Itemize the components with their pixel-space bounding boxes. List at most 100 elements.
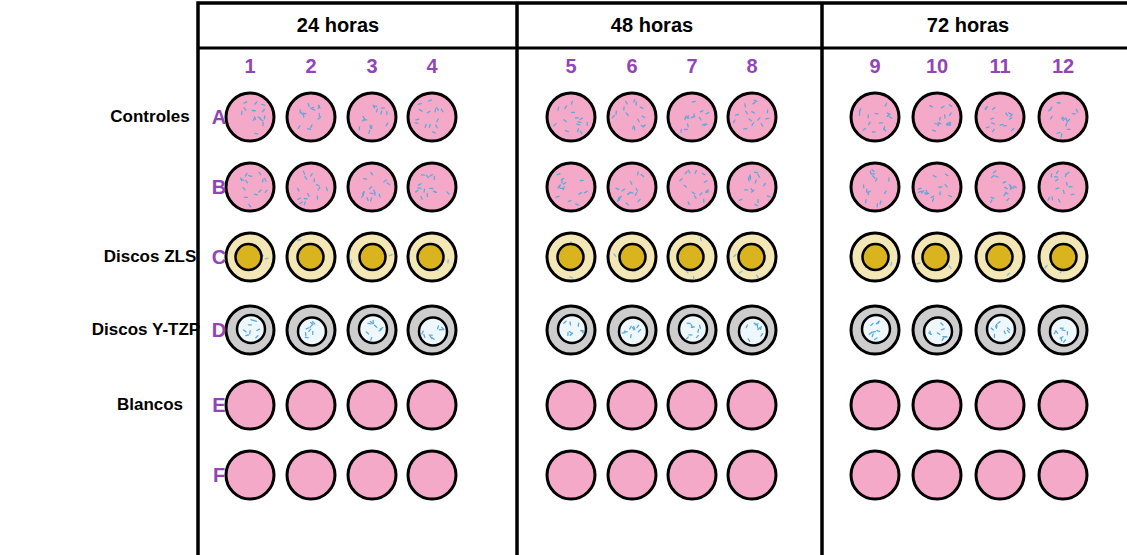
speckle xyxy=(947,123,950,124)
speckle xyxy=(379,194,381,197)
speckle xyxy=(1012,129,1014,131)
speckle xyxy=(303,171,304,174)
speckle xyxy=(1057,171,1059,174)
speckle xyxy=(946,124,949,126)
speckle xyxy=(568,200,571,202)
speckle xyxy=(1009,118,1012,119)
speckle xyxy=(257,329,260,330)
speckle xyxy=(755,204,758,206)
speckle xyxy=(244,102,247,103)
speckle xyxy=(630,182,631,185)
speckle xyxy=(312,331,313,334)
speckle xyxy=(429,100,432,101)
speckle xyxy=(415,122,418,124)
ytzp-well xyxy=(976,306,1024,354)
speckle xyxy=(1066,118,1067,121)
speckle xyxy=(311,107,314,108)
speckle xyxy=(374,192,375,195)
speckle xyxy=(429,125,431,128)
speckle xyxy=(437,108,439,110)
speckle xyxy=(866,189,867,192)
speckle xyxy=(430,188,433,189)
speckle xyxy=(944,115,946,118)
speckle xyxy=(630,326,632,329)
speckle xyxy=(757,325,759,328)
control-well xyxy=(851,93,899,141)
speckle xyxy=(575,117,578,118)
speckle xyxy=(949,266,951,268)
speckle xyxy=(764,183,766,185)
speckle xyxy=(564,321,566,323)
control-well xyxy=(287,163,335,211)
speckle xyxy=(634,327,635,330)
header-text: 24 horas xyxy=(297,14,379,36)
zls-disc xyxy=(923,244,949,270)
speckle xyxy=(994,334,995,337)
column-number: 2 xyxy=(305,55,316,78)
speckle xyxy=(306,328,309,329)
speckle xyxy=(734,120,735,123)
speckle xyxy=(622,189,624,191)
speckle xyxy=(305,337,308,339)
speckle xyxy=(949,113,951,116)
speckle xyxy=(885,103,886,106)
speckle xyxy=(917,263,920,264)
speckle xyxy=(638,119,640,122)
speckle xyxy=(298,198,301,199)
ytzp-well xyxy=(913,306,961,354)
speckle xyxy=(258,117,260,119)
speckle xyxy=(986,126,989,128)
zls-disc xyxy=(558,244,584,270)
speckle xyxy=(939,186,942,188)
speckle xyxy=(937,333,940,335)
speckle xyxy=(386,112,387,115)
speckle xyxy=(700,238,702,241)
speckle xyxy=(374,106,377,107)
zls-disc xyxy=(236,244,262,270)
speckle xyxy=(1005,187,1008,188)
speckle xyxy=(437,119,438,122)
speckle xyxy=(426,175,428,177)
speckle xyxy=(1072,113,1075,114)
speckle xyxy=(260,119,263,120)
speckle xyxy=(434,176,435,179)
speckle xyxy=(992,123,995,124)
row-label: Discos Y-TZP xyxy=(92,320,200,340)
speckle xyxy=(298,239,301,241)
speckle xyxy=(559,185,560,188)
speckle xyxy=(362,195,364,197)
zls-well xyxy=(851,233,899,281)
speckle xyxy=(767,110,769,113)
speckle xyxy=(262,104,265,106)
speckle xyxy=(1050,107,1051,110)
speckle xyxy=(1007,328,1009,330)
speckle xyxy=(641,175,643,177)
time-header: 24 horas xyxy=(291,12,385,39)
speckle xyxy=(767,196,770,197)
speckle xyxy=(692,192,695,194)
speckle xyxy=(557,173,560,175)
speckle xyxy=(875,113,878,115)
speckle xyxy=(369,125,371,128)
speckle xyxy=(879,122,882,123)
speckle xyxy=(305,177,307,179)
speckle xyxy=(1007,198,1009,200)
speckle xyxy=(379,329,382,331)
ytzp-well xyxy=(728,306,776,354)
speckle xyxy=(689,334,692,335)
speckle xyxy=(865,200,867,203)
header-line xyxy=(198,47,1127,50)
speckle xyxy=(418,187,421,189)
row-label: Blancos xyxy=(117,395,183,415)
speckle xyxy=(702,124,705,126)
blank-well xyxy=(1039,451,1087,499)
speckle xyxy=(632,126,633,129)
blank-well xyxy=(547,381,595,429)
speckle xyxy=(680,129,682,132)
speckle xyxy=(259,172,261,174)
speckle xyxy=(317,196,318,199)
speckle xyxy=(418,184,421,185)
speckle xyxy=(1003,182,1006,183)
speckle xyxy=(254,320,257,322)
speckle xyxy=(1054,331,1056,334)
